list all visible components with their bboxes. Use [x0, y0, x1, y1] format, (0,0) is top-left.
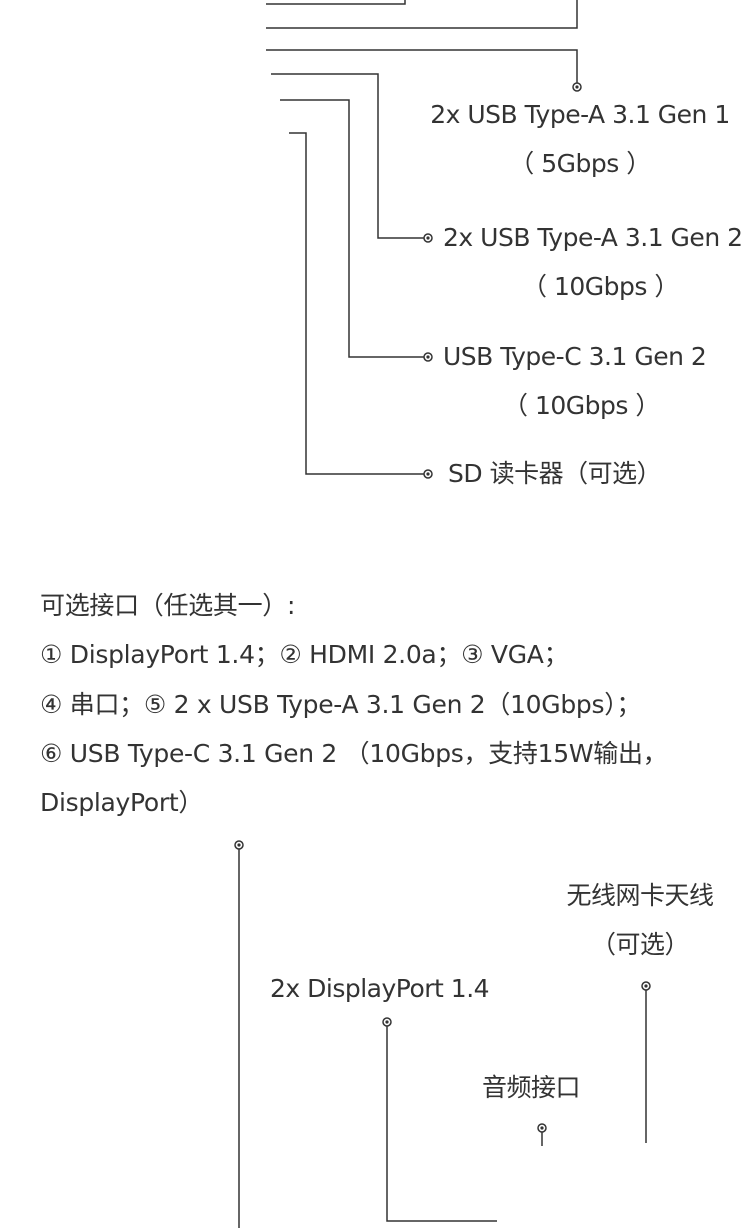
leader-line-sd	[289, 132, 424, 475]
label-audio: 音频接口	[482, 1073, 581, 1102]
label-wifi-antenna: 无线网卡天线 （可选）	[530, 881, 750, 960]
optional-ports-line-3: ⑥ USB Type-C 3.1 Gen 2 （10Gbps，支持15W输出，	[40, 739, 668, 768]
label-usb-c-line2: （ 10Gbps ）	[503, 391, 660, 420]
leader-line-usb-a-gen1	[266, 49, 578, 87]
label-usb-a-gen1-line2: （ 5Gbps ）	[509, 149, 651, 178]
label-wifi-antenna-line2: （可选）	[590, 930, 690, 959]
leader-line-top-1	[266, 0, 406, 5]
leader-line-usb-a-gen2	[271, 73, 424, 239]
optional-ports-line-1: ① DisplayPort 1.4；② HDMI 2.0a；③ VGA；	[40, 640, 569, 669]
label-usb-c-line1: USB Type-C 3.1 Gen 2	[443, 342, 707, 371]
leader-line-displayport	[386, 1026, 497, 1222]
label-usb-a-gen2-line1: 2x USB Type-A 3.1 Gen 2	[443, 223, 743, 252]
leader-line-top-2	[266, 0, 578, 29]
label-usb-a-gen2-line2: （ 10Gbps ）	[522, 272, 679, 301]
label-usb-a-gen1: 2x USB Type-A 3.1 Gen 1 （ 5Gbps ）	[430, 100, 730, 179]
leader-line-usb-c	[280, 99, 424, 358]
optional-ports-line-2: ④ 串口；⑤ 2 x USB Type-A 3.1 Gen 2（10Gbps）；	[40, 690, 642, 719]
label-sd-reader: SD 读卡器（可选）	[448, 459, 662, 488]
label-displayport: 2x DisplayPort 1.4	[270, 974, 490, 1003]
label-wifi-antenna-line1: 无线网卡天线	[566, 881, 714, 910]
optional-ports-heading: 可选接口（任选其一）:	[40, 591, 296, 620]
label-usb-a-gen1-line1: 2x USB Type-A 3.1 Gen 1	[430, 100, 730, 129]
optional-ports-line-4: DisplayPort）	[40, 788, 204, 817]
